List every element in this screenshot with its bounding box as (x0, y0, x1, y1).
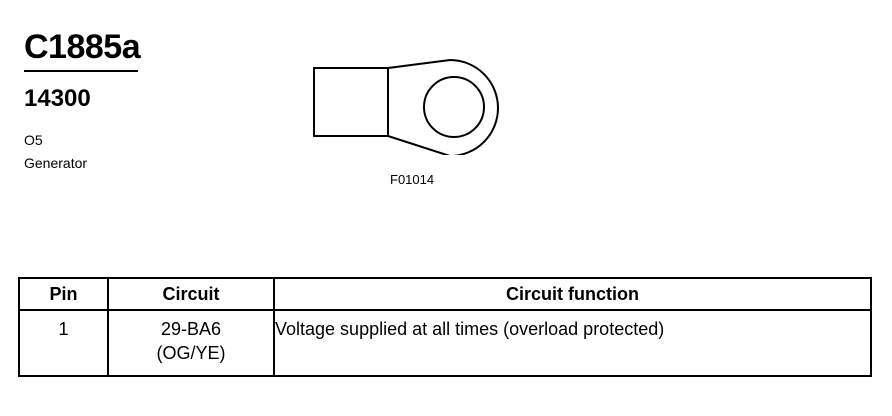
figure-reference: F01014 (390, 172, 435, 187)
wire-color: (OG/YE) (156, 343, 226, 363)
circuit-function: Voltage supplied at all times (overload … (275, 319, 665, 339)
location-code: O5 (24, 132, 43, 148)
pin-number: 1 (58, 319, 69, 339)
connector-id: C1885a (24, 28, 141, 66)
table-row: 1 29-BA6 (OG/YE) Voltage supplied at all… (18, 309, 872, 377)
pin-table-header: Pin Circuit Circuit function (18, 277, 872, 311)
circuit-number: 29-BA6 (160, 319, 222, 339)
terminal-ring-hole (423, 76, 485, 138)
component-name: Generator (24, 155, 88, 171)
part-number: 14300 (24, 85, 91, 112)
pin-table: Pin Circuit Circuit function 1 29-BA6 (O… (18, 277, 872, 377)
header-circuit-function: Circuit function (273, 277, 872, 311)
header-circuit: Circuit (107, 277, 275, 311)
ring-terminal-diagram (313, 58, 499, 155)
circuit-cell: 29-BA6 (OG/YE) (107, 309, 275, 377)
terminal-ring-outline (387, 58, 499, 155)
pin-cell: 1 (18, 309, 109, 377)
header-pin: Pin (18, 277, 109, 311)
circuit-function-cell: Voltage supplied at all times (overload … (273, 309, 872, 377)
terminal-body (313, 67, 389, 137)
connector-id-underline (24, 70, 138, 72)
